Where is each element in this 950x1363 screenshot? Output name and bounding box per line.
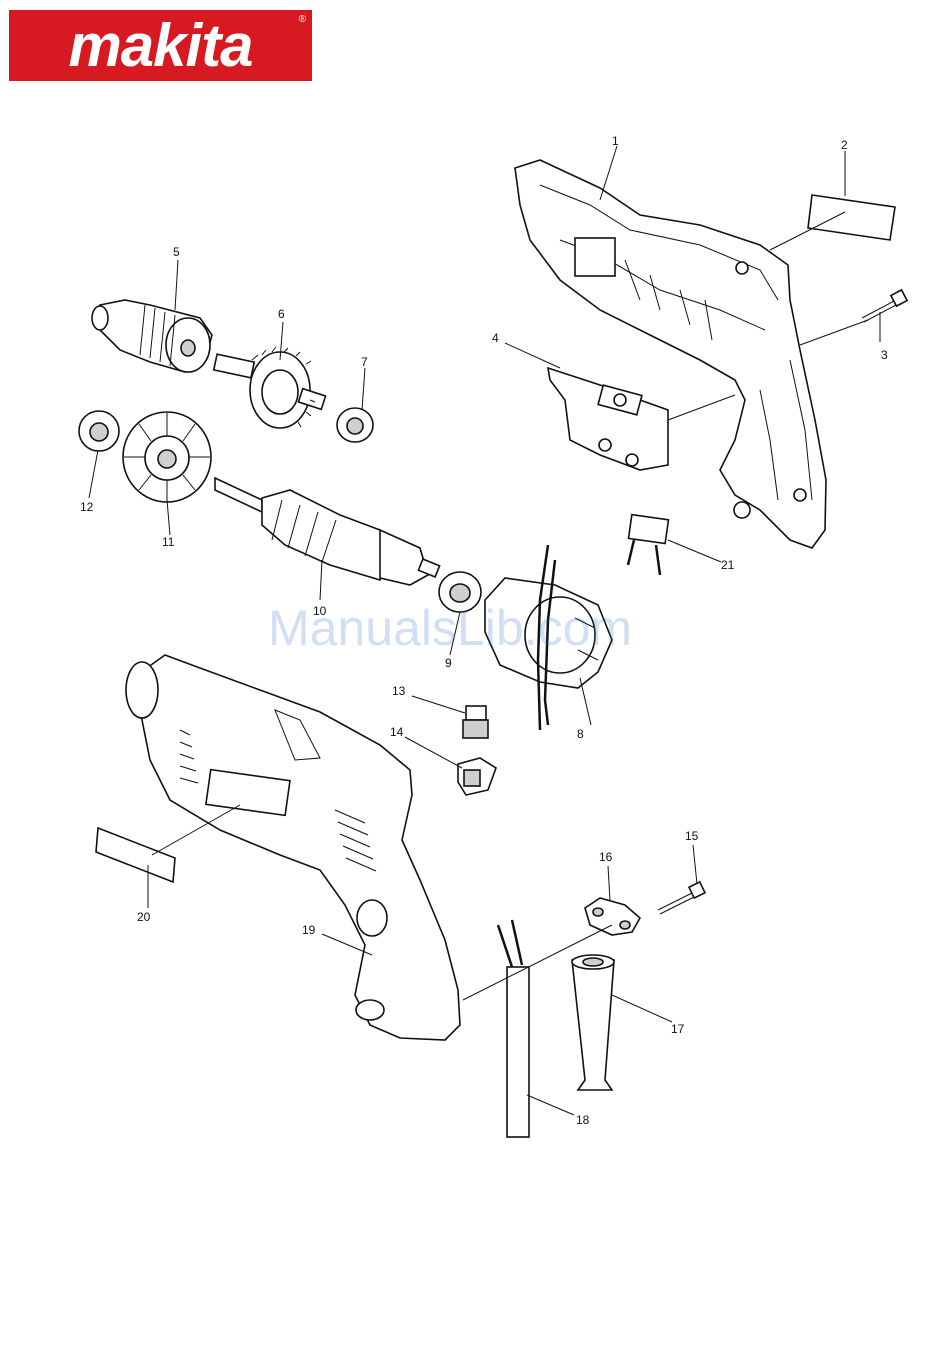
callout-16: 16 <box>599 850 613 864</box>
callout-18: 18 <box>576 1113 590 1127</box>
callout-9: 9 <box>445 656 452 670</box>
callout-1: 1 <box>612 134 619 148</box>
part-6-spindle-gear <box>214 347 326 428</box>
callout-2: 2 <box>841 138 848 152</box>
callout-11: 11 <box>162 535 175 549</box>
callout-12: 12 <box>80 500 94 514</box>
callout-8: 8 <box>577 727 584 741</box>
part-10-armature <box>215 478 440 585</box>
part-12-bearing <box>79 411 119 451</box>
part-18-cord <box>498 920 529 1137</box>
part-17-cord-guard <box>572 955 614 1090</box>
callout-21: 21 <box>721 558 735 572</box>
part-21-capacitor <box>628 515 668 575</box>
watermark: ManualsLib.com <box>268 600 632 656</box>
part-2-nameplate <box>808 195 895 240</box>
part-3-screw <box>862 290 907 322</box>
part-13-carbon-brush <box>463 706 488 738</box>
callout-17: 17 <box>671 1022 685 1036</box>
part-1-housing <box>515 160 826 548</box>
callout-6: 6 <box>278 307 285 321</box>
part-16-strain-relief <box>585 898 640 935</box>
part-4-switch <box>548 368 668 470</box>
callout-7: 7 <box>361 355 368 369</box>
part-15-screw <box>658 882 705 914</box>
part-5-chuck <box>92 300 212 372</box>
part-14-brush-holder <box>458 758 496 795</box>
part-7-bearing <box>337 408 373 442</box>
part-19-housing-set <box>126 655 460 1040</box>
callout-15: 15 <box>685 829 699 843</box>
part-11-gear <box>123 412 211 502</box>
callout-4: 4 <box>492 331 499 345</box>
callout-14: 14 <box>390 725 404 739</box>
callout-3: 3 <box>881 348 888 362</box>
callout-5: 5 <box>173 245 180 259</box>
callout-13: 13 <box>392 684 406 698</box>
part-20-label <box>96 828 175 882</box>
callout-20: 20 <box>137 910 151 924</box>
callout-19: 19 <box>302 923 316 937</box>
